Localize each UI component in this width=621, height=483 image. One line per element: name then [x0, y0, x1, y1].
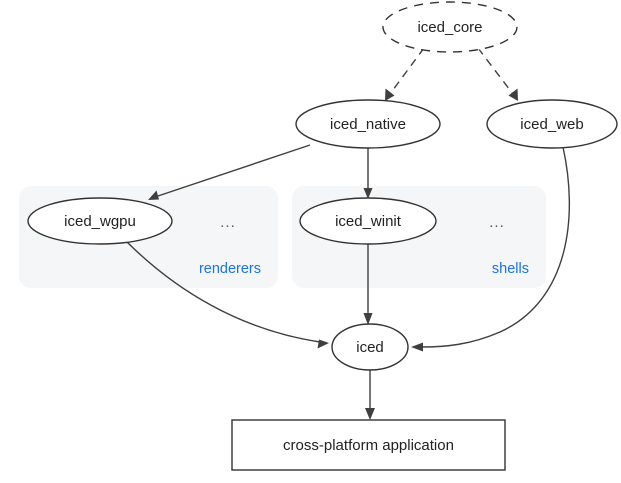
edge-iced_native-to-iced_winit: [363, 148, 373, 199]
node-iced_native[interactable]: iced_native: [295, 99, 441, 149]
edge-iced_core-to-iced_web-arrowhead: [508, 88, 518, 101]
node-iced_web-ellipse[interactable]: [486, 99, 618, 149]
node-iced[interactable]: iced: [331, 323, 409, 371]
cluster-shells-label: shells: [492, 261, 529, 277]
edge-iced_core-to-iced_native-arrowhead: [385, 88, 395, 101]
node-iced_native-label: iced_native: [330, 116, 406, 133]
edge-iced_core-to-iced_native: [385, 47, 425, 101]
edge-iced_winit-to-iced-arrowhead: [363, 313, 373, 325]
edge-iced_wgpu-to-iced-arrowhead: [317, 339, 329, 349]
edge-iced_wgpu-to-iced-line: [125, 240, 321, 343]
cluster-renderers-label: renderers: [199, 261, 261, 277]
edge-iced_core-to-iced_native-line: [386, 47, 425, 99]
edge-iced_winit-to-iced: [363, 243, 373, 325]
edge-iced_wgpu-to-iced: [125, 240, 329, 349]
node-iced-ellipse[interactable]: [331, 323, 409, 371]
node-iced_web[interactable]: iced_web: [486, 99, 618, 149]
edge-iced_native-to-iced_winit-arrowhead: [363, 188, 373, 199]
node-iced_wgpu[interactable]: iced_wgpu: [27, 197, 173, 245]
edge-iced_core-to-iced_web-line: [477, 47, 517, 99]
cluster-renderers-ellipsis: ...: [220, 214, 236, 231]
node-iced_core-label: iced_core: [417, 19, 482, 36]
edge-iced_native-to-iced_wgpu: [148, 144, 311, 200]
node-iced-label: iced: [356, 339, 384, 356]
edge-iced_web-to-iced-line: [420, 146, 571, 348]
edge-iced_web-to-iced-arrowhead: [411, 342, 423, 352]
node-iced_native-ellipse[interactable]: [295, 99, 441, 149]
node-iced_web-label: iced_web: [520, 116, 583, 133]
node-application-label: cross-platform application: [283, 437, 454, 454]
edge-iced_core-to-iced_web: [477, 47, 518, 101]
node-iced_winit-label: iced_winit: [335, 213, 402, 230]
edge-iced-to-application-arrowhead: [365, 408, 375, 420]
node-application[interactable]: cross-platform application: [231, 419, 506, 471]
node-iced_core[interactable]: iced_core: [382, 1, 518, 53]
node-iced_wgpu-ellipse[interactable]: [27, 197, 173, 245]
edge-iced-to-application: [365, 370, 375, 420]
node-iced_core-ellipse[interactable]: [382, 1, 518, 53]
edge-iced_native-to-iced_wgpu-arrowhead: [148, 190, 159, 200]
node-application-rect[interactable]: [231, 419, 506, 471]
node-iced_wgpu-label: iced_wgpu: [64, 213, 136, 230]
edge-iced_web-to-iced: [411, 146, 571, 352]
edge-iced_native-to-iced_wgpu-line: [151, 144, 311, 199]
cluster-shells-ellipsis: ...: [489, 214, 505, 231]
node-iced_winit[interactable]: iced_winit: [299, 197, 437, 245]
node-iced_winit-ellipse[interactable]: [299, 197, 437, 245]
